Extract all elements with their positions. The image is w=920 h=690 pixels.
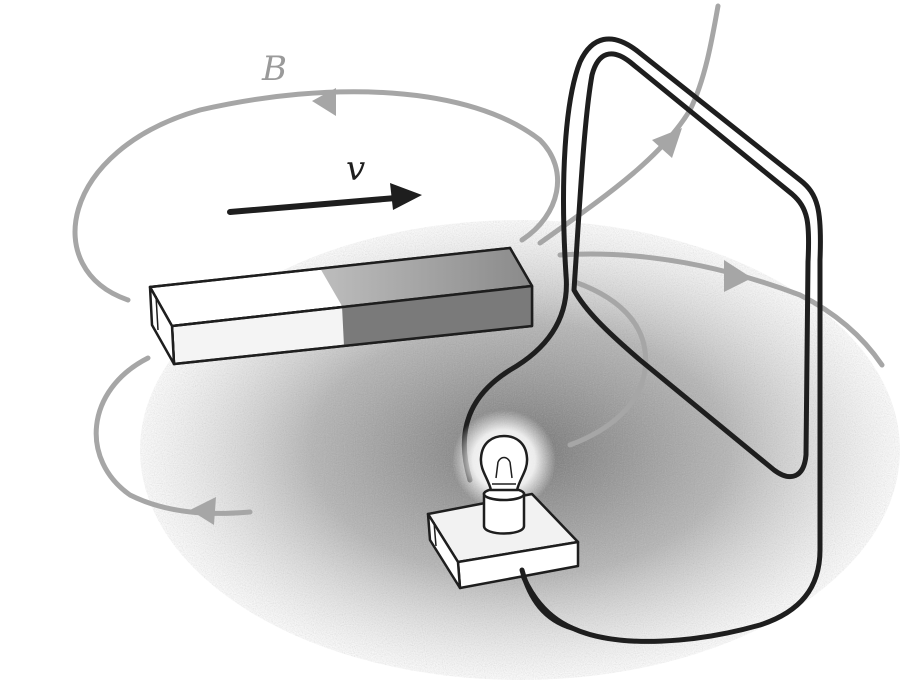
- field-label: B: [261, 49, 287, 89]
- field-arrow-bottom: [190, 497, 216, 525]
- bulb-socket: [482, 486, 526, 535]
- velocity-label: v: [346, 149, 365, 189]
- field-line-top-loop: [72, 89, 561, 303]
- field-arrowheads: [190, 88, 752, 525]
- field-line-middle-right: [557, 251, 885, 368]
- coil-outer-wire: [517, 36, 823, 644]
- coil-inner-wire: [571, 51, 812, 480]
- field-line-upper-right: [537, 3, 721, 246]
- field-arrow-middle-right: [724, 260, 752, 292]
- light-bulb: [479, 434, 529, 492]
- base-side-face: [426, 512, 462, 590]
- bar-magnet: [148, 246, 534, 366]
- field-arrow-upper-right: [652, 128, 682, 158]
- velocity-arrow: [227, 183, 422, 215]
- base-to-coil-wire: [519, 567, 575, 631]
- field-line-lower-right: [567, 279, 649, 448]
- field-arrow-top: [312, 88, 336, 116]
